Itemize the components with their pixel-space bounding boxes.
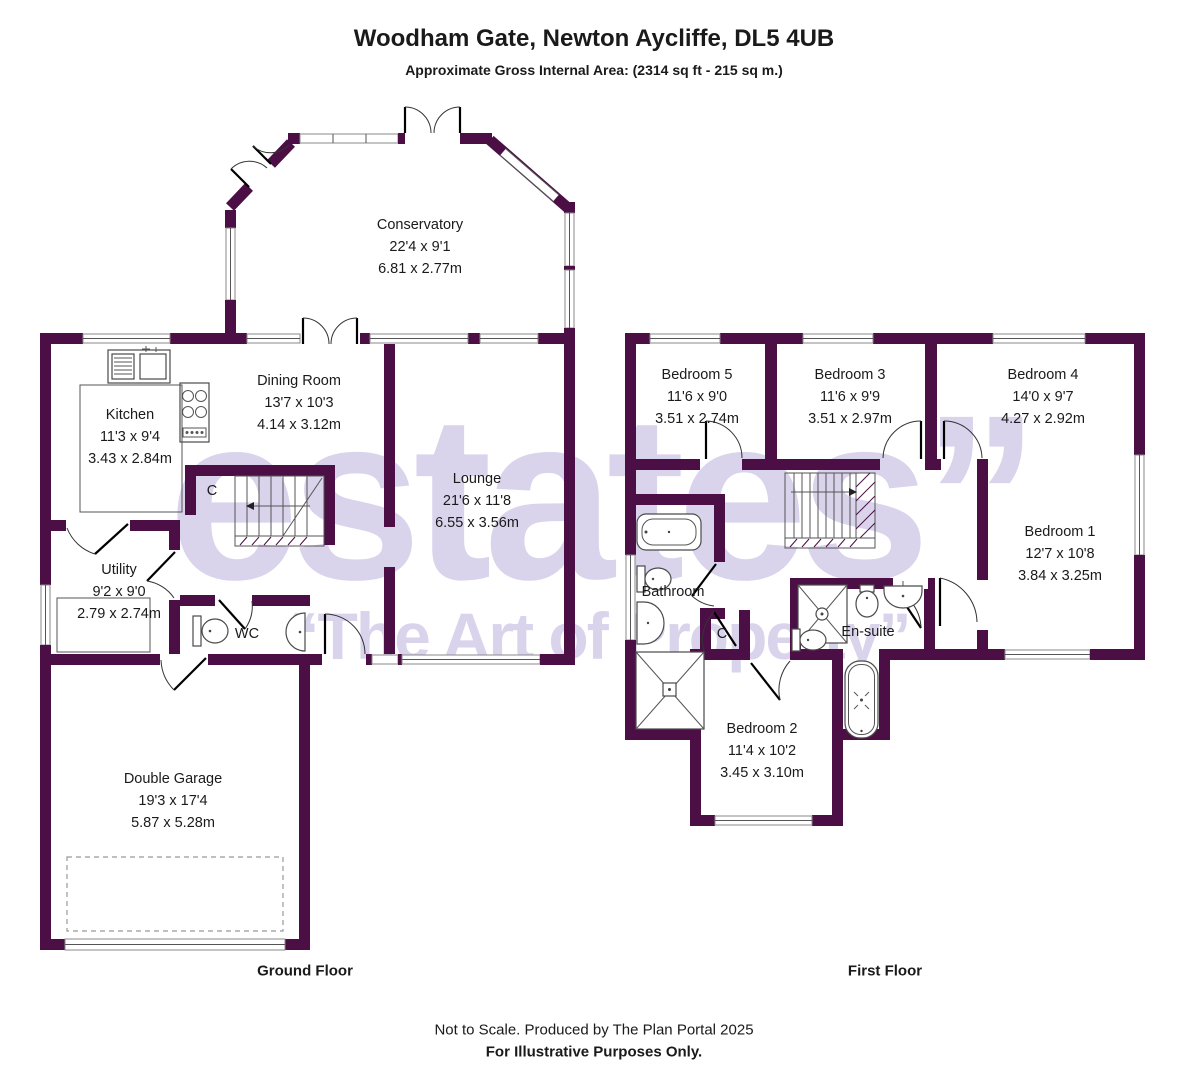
bath-icon <box>636 513 702 551</box>
watermark-brand: estates” <box>168 365 1039 629</box>
conservatory-walls <box>225 106 575 345</box>
footer-illustrative-note: For Illustrative Purposes Only. <box>485 1043 703 1061</box>
room-label-bathroom: Bathroom <box>641 584 705 600</box>
ground-floor-plan <box>40 106 575 951</box>
shower-icon <box>635 651 705 730</box>
kitchen-counter-icon <box>79 384 183 513</box>
footer-disclaimer: Not to Scale. Produced by The Plan Porta… <box>434 1021 754 1039</box>
double-door-icon <box>403 106 462 134</box>
sink-icon <box>636 601 665 645</box>
sink-icon <box>883 581 923 609</box>
sink-icon <box>285 612 306 652</box>
window-icon <box>82 333 539 344</box>
hob-icon <box>179 382 210 443</box>
first-floor-label: First Floor <box>847 962 923 980</box>
stairs-icon <box>784 472 876 549</box>
stairs-icon <box>234 475 325 547</box>
bidet-icon <box>855 584 879 618</box>
room-label-wc: WC <box>234 626 260 642</box>
toilet-icon <box>192 615 229 647</box>
utility-counter-icon <box>56 597 151 653</box>
toilet-icon <box>791 628 827 652</box>
bath-icon <box>844 660 879 739</box>
door-icon <box>66 523 366 691</box>
window-icon <box>649 333 1086 344</box>
room-label-cupboard-first: C <box>716 626 728 642</box>
garage-door-icon <box>64 938 286 951</box>
kitchen-sink-icon <box>107 346 171 384</box>
first-floor-plan <box>625 333 1145 826</box>
double-door-icon <box>301 317 359 345</box>
ground-floor-label: Ground Floor <box>257 962 353 980</box>
toilet-icon <box>636 565 672 593</box>
page-subtitle: Approximate Gross Internal Area: (2314 s… <box>405 62 783 78</box>
garage-parking-outline <box>66 856 284 932</box>
double-door-icon <box>230 144 290 188</box>
door-icon <box>691 420 983 701</box>
room-label-ensuite: En-suite <box>841 624 895 640</box>
room-label-cupboard-ground: C <box>206 483 218 499</box>
page-title: Woodham Gate, Newton Aycliffe, DL5 4UB <box>353 25 835 52</box>
